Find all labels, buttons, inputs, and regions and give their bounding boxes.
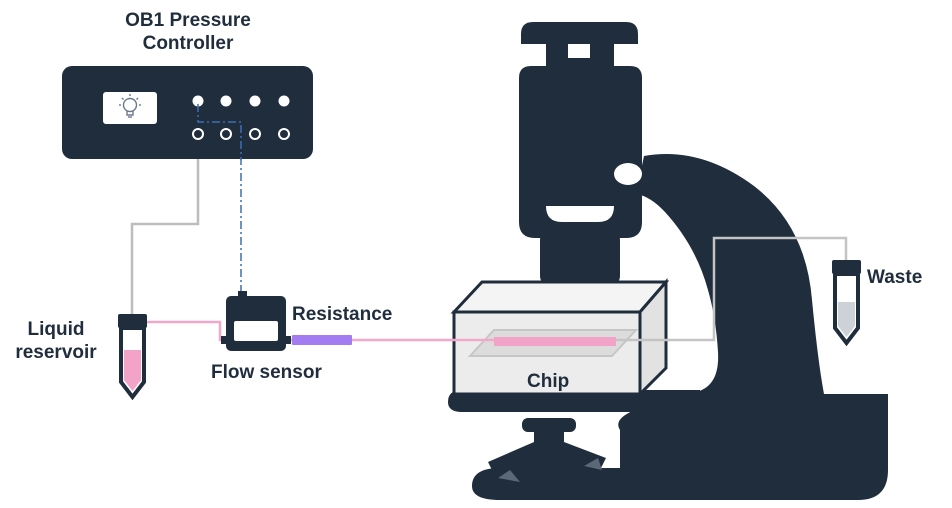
resistance-tube — [292, 335, 352, 345]
resistance-label: Resistance — [292, 304, 393, 325]
chip-label: Chip — [527, 371, 570, 392]
chip — [450, 277, 670, 398]
reservoir-label-line1: Liquid — [27, 319, 85, 340]
controller-label: OB1 Pressure Controller — [98, 9, 278, 55]
flow-sensor — [221, 291, 291, 351]
controller-display — [103, 92, 157, 124]
eyepiece-window — [568, 44, 590, 58]
body-window — [546, 206, 614, 222]
controller-label-line1: OB1 Pressure — [125, 10, 251, 31]
port-3-top — [249, 95, 261, 107]
lightbulb-icon — [119, 94, 141, 118]
port-1-top — [192, 95, 204, 107]
reservoir-label-line2: reservoir — [15, 342, 97, 363]
port-2-top — [220, 95, 232, 107]
reservoir-label: Liquid reservoir — [6, 318, 106, 364]
port-4-bottom — [278, 128, 290, 140]
liquid-reservoir-tube — [118, 314, 147, 401]
port-2-bottom — [220, 128, 232, 140]
focus-knob — [614, 163, 642, 185]
port-4-top — [278, 95, 290, 107]
chip-channel — [494, 337, 616, 346]
waste-label: Waste — [867, 267, 923, 288]
waste-tube — [832, 260, 861, 347]
flow-sensor-display — [234, 321, 278, 341]
port-3-bottom — [249, 128, 261, 140]
microscope-icon — [448, 22, 888, 500]
flow-sensor-label: Flow sensor — [211, 362, 322, 383]
ob1-pressure-controller — [62, 66, 313, 159]
port-1-bottom — [192, 128, 204, 140]
controller-label-line2: Controller — [142, 33, 234, 54]
